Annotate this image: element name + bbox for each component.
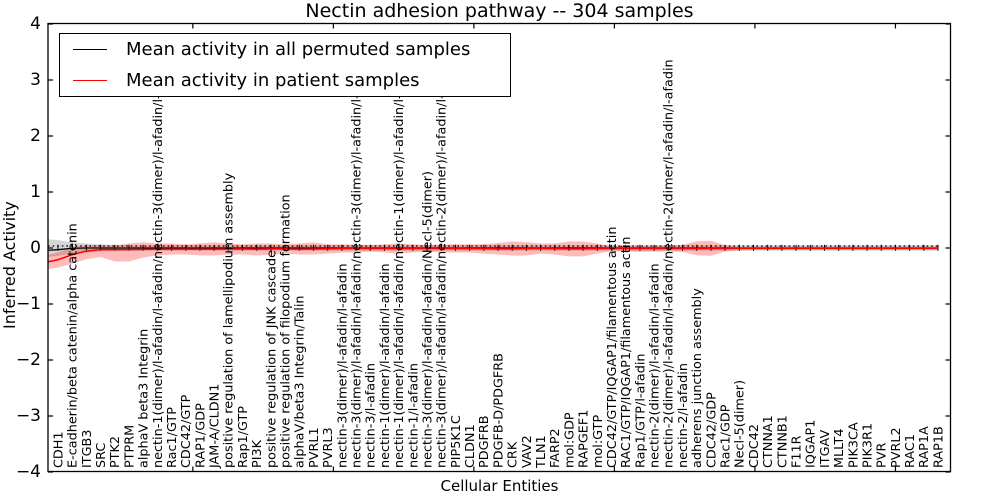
legend-entry-permuted: Mean activity in all permuted samples — [73, 35, 510, 64]
x-tick-label: adherens junction assembly — [690, 288, 705, 468]
x-tick-label: F11R — [789, 435, 804, 468]
x-tick-label: CRK — [506, 441, 521, 468]
y-tick-label: 1 — [30, 182, 41, 202]
x-tick-label: PTPRM — [122, 425, 137, 468]
x-tick-label: nectin-1(dimer)/l-afadin/l-afadin/nectin… — [392, 54, 407, 468]
x-tick-label: RAC1/GTP/IQGAP1/filamentous actin — [619, 237, 634, 468]
x-tick-label: RAP1/GDP — [193, 403, 208, 468]
x-tick-label: Necl-5(dimer) — [733, 380, 748, 468]
x-tick-label: PTK2 — [108, 436, 123, 468]
x-tick-label: CDH1 — [51, 431, 66, 468]
x-tick-label: nectin-3(dimer)/l-afadin/l-afadin/nectin… — [435, 54, 450, 468]
x-tick-label: Rac1/GTP — [165, 407, 180, 468]
x-tick-label: nectin-2/l-afadin — [676, 363, 691, 468]
x-tick-label: Rap1/GTP/l-afadin — [633, 354, 648, 469]
x-tick-label: PVRL1 — [307, 427, 322, 468]
x-tick-label: nectin-3/l-afadin — [364, 363, 379, 468]
x-tick-label: nectin-3(dimer)/l-afadin/l-afadin/nectin… — [349, 54, 364, 468]
y-tick-label: −1 — [16, 294, 41, 314]
x-tick-label: CDC42/GTP/IQGAP1/filamentous actin — [605, 227, 620, 468]
y-tick-label: −4 — [16, 462, 41, 482]
x-tick-label: CDC42 — [747, 424, 762, 468]
y-tick-label: 0 — [30, 238, 41, 258]
legend-entry-patient: Mean activity in patient samples — [73, 66, 510, 95]
x-tick-label: RAPGEF1 — [577, 410, 592, 468]
x-tick-label: SRC — [94, 443, 109, 468]
legend-label-patient: Mean activity in patient samples — [126, 69, 420, 91]
x-tick-label: ITGAV — [818, 430, 833, 468]
x-tick-label: mol:GDP — [562, 412, 577, 468]
x-tick-label: RAP1B — [931, 426, 946, 468]
x-tick-label: MLLT4 — [832, 429, 847, 469]
x-tick-label: nectin-3(dimer)/l-afadin/l-afadin/Necl-5… — [420, 171, 435, 468]
x-tick-label: CTNNA1 — [761, 415, 776, 468]
x-tick-label: nectin-1(dimer)/l-afadin/l-afadin — [378, 263, 393, 468]
x-axis-label: Cellular Entities — [440, 477, 559, 495]
x-tick-label: VAV2 — [520, 435, 535, 468]
x-tick-label: CDC42/GTP — [179, 394, 194, 468]
legend-line-swatch-permuted — [73, 49, 107, 51]
x-tick-label: PVRL2 — [889, 427, 904, 468]
x-tick-label: PI3K — [250, 439, 265, 468]
x-tick-label: IQGAP1 — [804, 420, 819, 468]
legend-label-permuted: Mean activity in all permuted samples — [126, 39, 471, 61]
x-tick-label: PVR — [875, 443, 890, 468]
y-tick-label: 4 — [30, 14, 41, 34]
chart-title: Nectin adhesion pathway -- 304 samples — [305, 0, 694, 22]
y-axis-label: Inferred Activity — [0, 201, 19, 329]
x-tick-label: TLN1 — [534, 435, 549, 469]
x-tick-label: ITGB3 — [80, 430, 95, 468]
x-tick-label: nectin-2(dimer)/l-afadin/l-afadin/nectin… — [662, 59, 677, 468]
y-tick-label: 2 — [30, 126, 41, 146]
y-tick-label: −2 — [16, 350, 41, 370]
x-tick-label: PDGFB-D/PDGFRB — [491, 353, 506, 468]
x-tick-label: PIP5K1C — [449, 415, 464, 468]
x-tick-label: alphaV beta3 Integrin — [137, 329, 152, 468]
x-tick-label: nectin-1(dimer)/l-afadin/l-afadin/nectin… — [151, 54, 166, 468]
y-tick-label: 3 — [30, 70, 41, 90]
x-tick-label: alphaV/beta3 Integrin/Talin — [293, 295, 308, 468]
x-tick-label: nectin-2(dimer)/l-afadin/l-afadin — [648, 263, 663, 468]
legend: Mean activity in all permuted samples Me… — [59, 33, 511, 97]
x-tick-label: nectin-3(dimer)/l-afadin/l-afadin — [335, 263, 350, 468]
x-tick-label: nectin-1/l-afadin — [406, 363, 421, 468]
y-tick-label: −3 — [16, 406, 41, 426]
x-tick-label: CDC42/GDP — [704, 392, 719, 468]
patient-mean-line — [48, 247, 939, 263]
x-tick-label: RAC1 — [903, 434, 918, 468]
x-tick-label: CLDN1 — [463, 424, 478, 468]
x-tick-label: positive regulation of JNK cascade — [264, 250, 279, 468]
x-tick-label: positive regulation of lamellipodium ass… — [222, 172, 237, 468]
x-tick-label: JAM-A/CLDN1 — [208, 384, 223, 469]
legend-line-swatch-patient — [73, 79, 107, 81]
plot-border — [47, 22, 952, 473]
x-tick-label: RAP1A — [917, 426, 932, 468]
x-tick-label: mol:GTP — [591, 415, 606, 468]
x-tick-label: PVRL3 — [321, 427, 336, 468]
x-tick-label: Rac1/GDP — [719, 404, 734, 468]
x-tick-label: PDGFRB — [477, 415, 492, 468]
x-tick-label: Rap1/GTP — [236, 406, 251, 468]
x-tick-label: positive regulation of filopodium format… — [279, 194, 294, 468]
patient-band — [48, 240, 939, 270]
x-tick-label: PIK3R1 — [860, 423, 875, 468]
x-tick-label: PIK3CA — [846, 422, 861, 468]
x-tick-label: CTNNB1 — [775, 415, 790, 468]
x-tick-label: E-cadherin/beta catenin/alpha catenin — [66, 223, 81, 468]
x-tick-label: FARP2 — [548, 428, 563, 468]
